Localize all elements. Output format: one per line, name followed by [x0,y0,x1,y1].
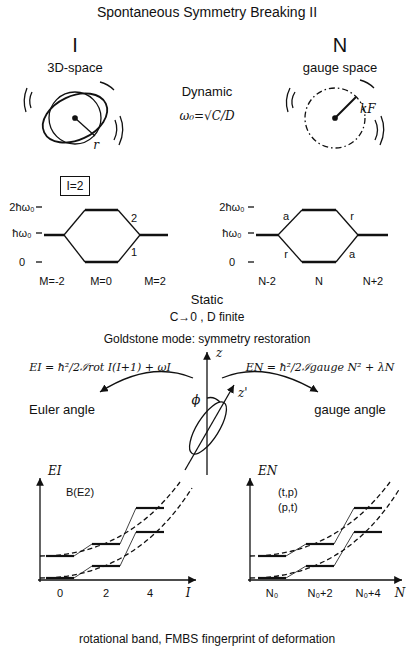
space-label: gauge space [303,61,377,75]
energy-formula: EI = ħ²/2ℐrot I(I+1) + ωI [29,362,171,374]
axis-tick: 2 [103,587,109,599]
level-letter: r [350,210,354,222]
state-label: N-2 [258,275,276,287]
level-scheme-left [36,207,168,262]
frequency-formula: ω₀=√C/D [179,110,234,123]
curved-arrow [100,372,193,392]
axis-label: N [395,587,406,600]
sphere-outline [49,92,101,144]
pairing-band-plot [248,478,402,582]
column-heading: N [333,34,347,56]
energy-tick: 0 [229,256,235,268]
level-letter: a [283,210,289,222]
angle-label: gauge angle [314,403,386,417]
fermi-circle [305,88,365,148]
space-label: 3D-space [47,61,103,75]
axis-label: EN [258,465,277,478]
energy-tick: 2ħω₀ [9,201,34,213]
axis-tick: 4 [147,587,153,599]
angle-symbol: ϕ [192,393,201,407]
boxed-label: I=2 [60,176,89,196]
angle-label: Euler angle [29,403,95,417]
state-label: M=2 [144,275,166,287]
axis-tick: 0 [57,587,63,599]
transition-label: B(E2) [66,486,94,498]
state-label: N [315,275,323,287]
fermi-label: kF [360,103,376,116]
level-scheme-right [248,207,388,262]
deformed-ellipse [35,84,115,153]
axis-tick: N₀+4 [355,587,380,599]
title: Spontaneous Symmetry Breaking II [97,5,317,20]
state-label: M=0 [90,275,112,287]
node-text: I=2 [66,179,83,193]
axis-tick: N₀+2 [307,587,332,599]
section-label: Goldstone mode: symmetry restoration [104,333,311,346]
caption: rotational band, FMBS fingerprint of def… [79,633,335,646]
state-label: N+2 [363,275,384,287]
section-label: Static [191,293,224,307]
level-letter: r [284,248,288,260]
transition-label: (t,p) [278,486,298,498]
energy-formula: EN = ħ²/2ℐgauge N² + λN [246,362,395,374]
rotational-band-plot [38,478,196,582]
axis-label: EI [48,465,62,478]
state-label: M=-2 [39,275,64,287]
level-number: 1 [131,246,137,258]
condition-label: C→0 , D finite [170,311,245,324]
radius-label: r [93,139,99,152]
column-heading: I [72,34,78,56]
section-label: Dynamic [182,85,233,99]
energy-tick: 0 [19,256,25,268]
curved-arrow [222,372,318,392]
level-number: 2 [131,212,137,224]
axis-label: z [216,347,222,360]
vibration-arcs [24,88,32,112]
energy-tick: 2ħω₀ [219,201,244,213]
energy-tick: ħω₀ [222,227,241,239]
transition-label: (p,t) [278,501,298,513]
axis-label: I [186,587,191,600]
level-letter: a [349,248,355,260]
axis-tick: N₀ [266,587,279,599]
energy-tick: ħω₀ [12,227,31,239]
axis-label: z' [238,387,248,400]
